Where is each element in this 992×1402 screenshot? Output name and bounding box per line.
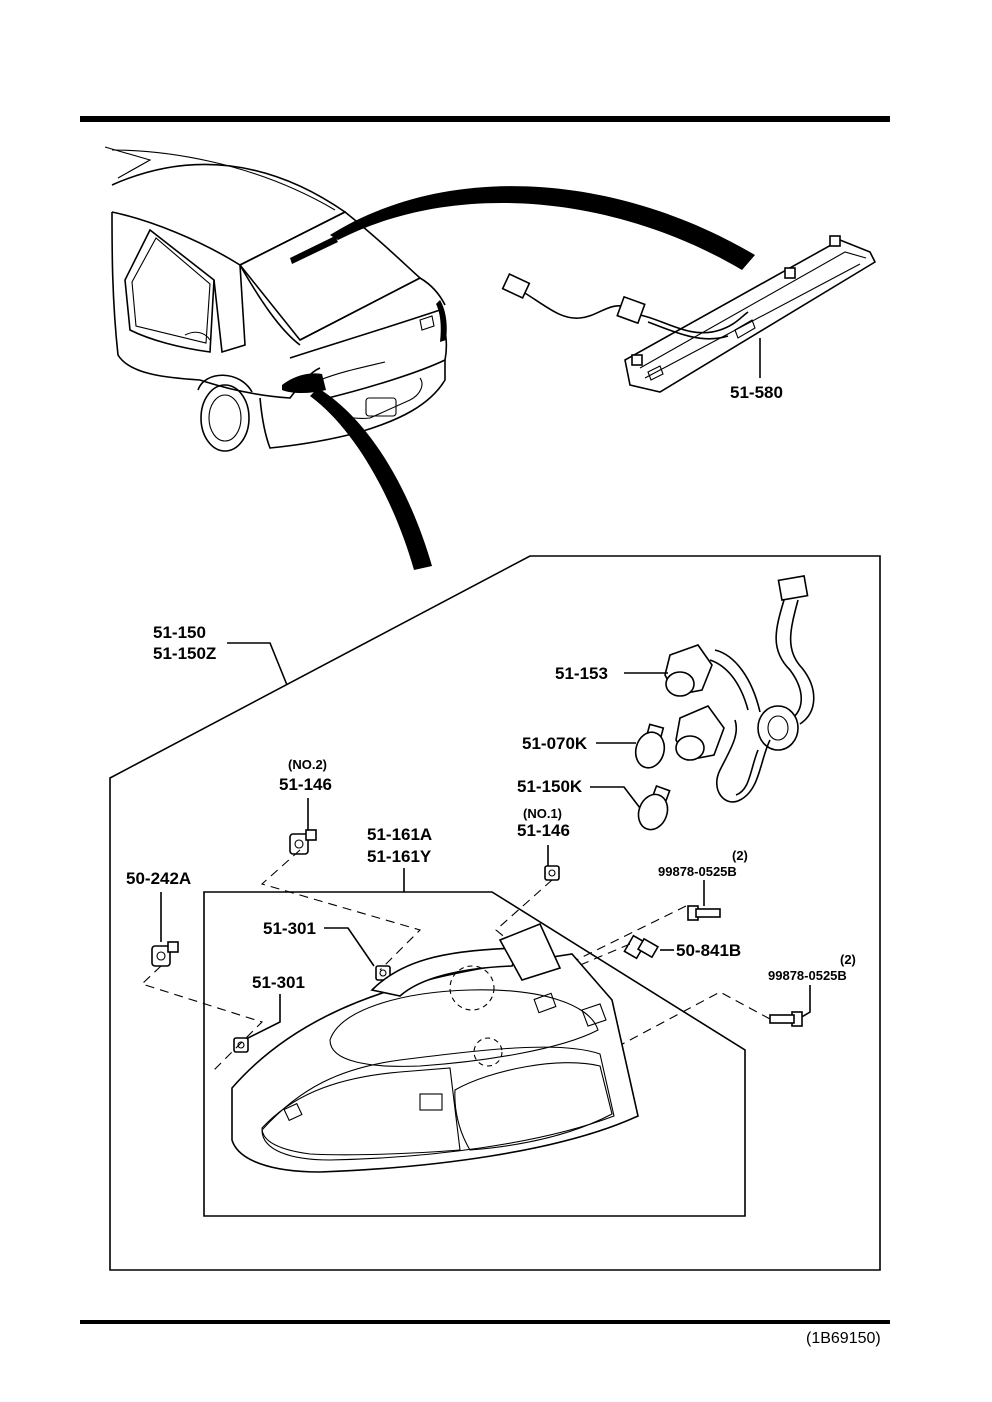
leader-51-301-lower	[243, 994, 281, 1041]
label-51-146-no1: 51-146	[517, 821, 570, 840]
top-rule	[80, 116, 890, 122]
nut-50-242a	[151, 941, 179, 967]
label-51-301-upper: 51-301	[263, 919, 316, 938]
label-qty-upper: (2)	[732, 848, 748, 863]
label-50-242a: 50-242A	[126, 869, 191, 888]
screw-lower	[769, 1011, 803, 1027]
bottom-rule	[80, 1320, 890, 1324]
label-no1: (NO.1)	[523, 806, 562, 821]
leader-51-150k	[590, 786, 641, 809]
callout-arrow-high-mount	[330, 186, 755, 270]
label-51-150k: 51-150K	[517, 777, 583, 796]
label-51-146-no2: 51-146	[279, 775, 332, 794]
socket-harness	[664, 574, 815, 803]
lens-frame	[203, 891, 746, 1217]
label-no2: (NO.2)	[288, 757, 327, 772]
fastener-51-301-lower	[233, 1037, 249, 1053]
label-51-301-lower: 51-301	[252, 973, 305, 992]
clip-50-841b	[623, 934, 660, 960]
label-qty-lower: (2)	[840, 952, 856, 967]
bulb-51-150k	[637, 784, 671, 831]
leader-51-301-upper	[324, 927, 375, 967]
label-99878-upper: 99878-0525B	[658, 864, 737, 879]
label-51-070k: 51-070K	[522, 734, 588, 753]
leader-51-150	[227, 642, 288, 686]
assembly-frame	[109, 555, 881, 1271]
label-51-150: 51-150	[153, 623, 206, 642]
label-51-153: 51-153	[555, 664, 608, 683]
label-51-161y: 51-161Y	[367, 847, 432, 866]
callout-arrow-tail-lamp	[310, 388, 432, 570]
label-50-841b: 50-841B	[676, 941, 741, 960]
diagram-code: (1B69150)	[806, 1330, 881, 1347]
label-99878-lower: 99878-0525B	[768, 968, 847, 983]
label-51-150z: 51-150Z	[153, 644, 216, 663]
bulb-51-070k	[634, 723, 666, 769]
screw-upper	[687, 905, 721, 921]
label-51-161a: 51-161A	[367, 825, 432, 844]
leader-99878-lower	[799, 985, 811, 1019]
car-illustration	[104, 146, 448, 452]
nut-51-146-no2	[289, 829, 317, 855]
label-51-580: 51-580	[730, 383, 783, 402]
high-mount-stop-lamp	[501, 235, 877, 393]
nut-51-146-no1	[544, 865, 560, 881]
rear-combination-lamp	[231, 922, 639, 1173]
